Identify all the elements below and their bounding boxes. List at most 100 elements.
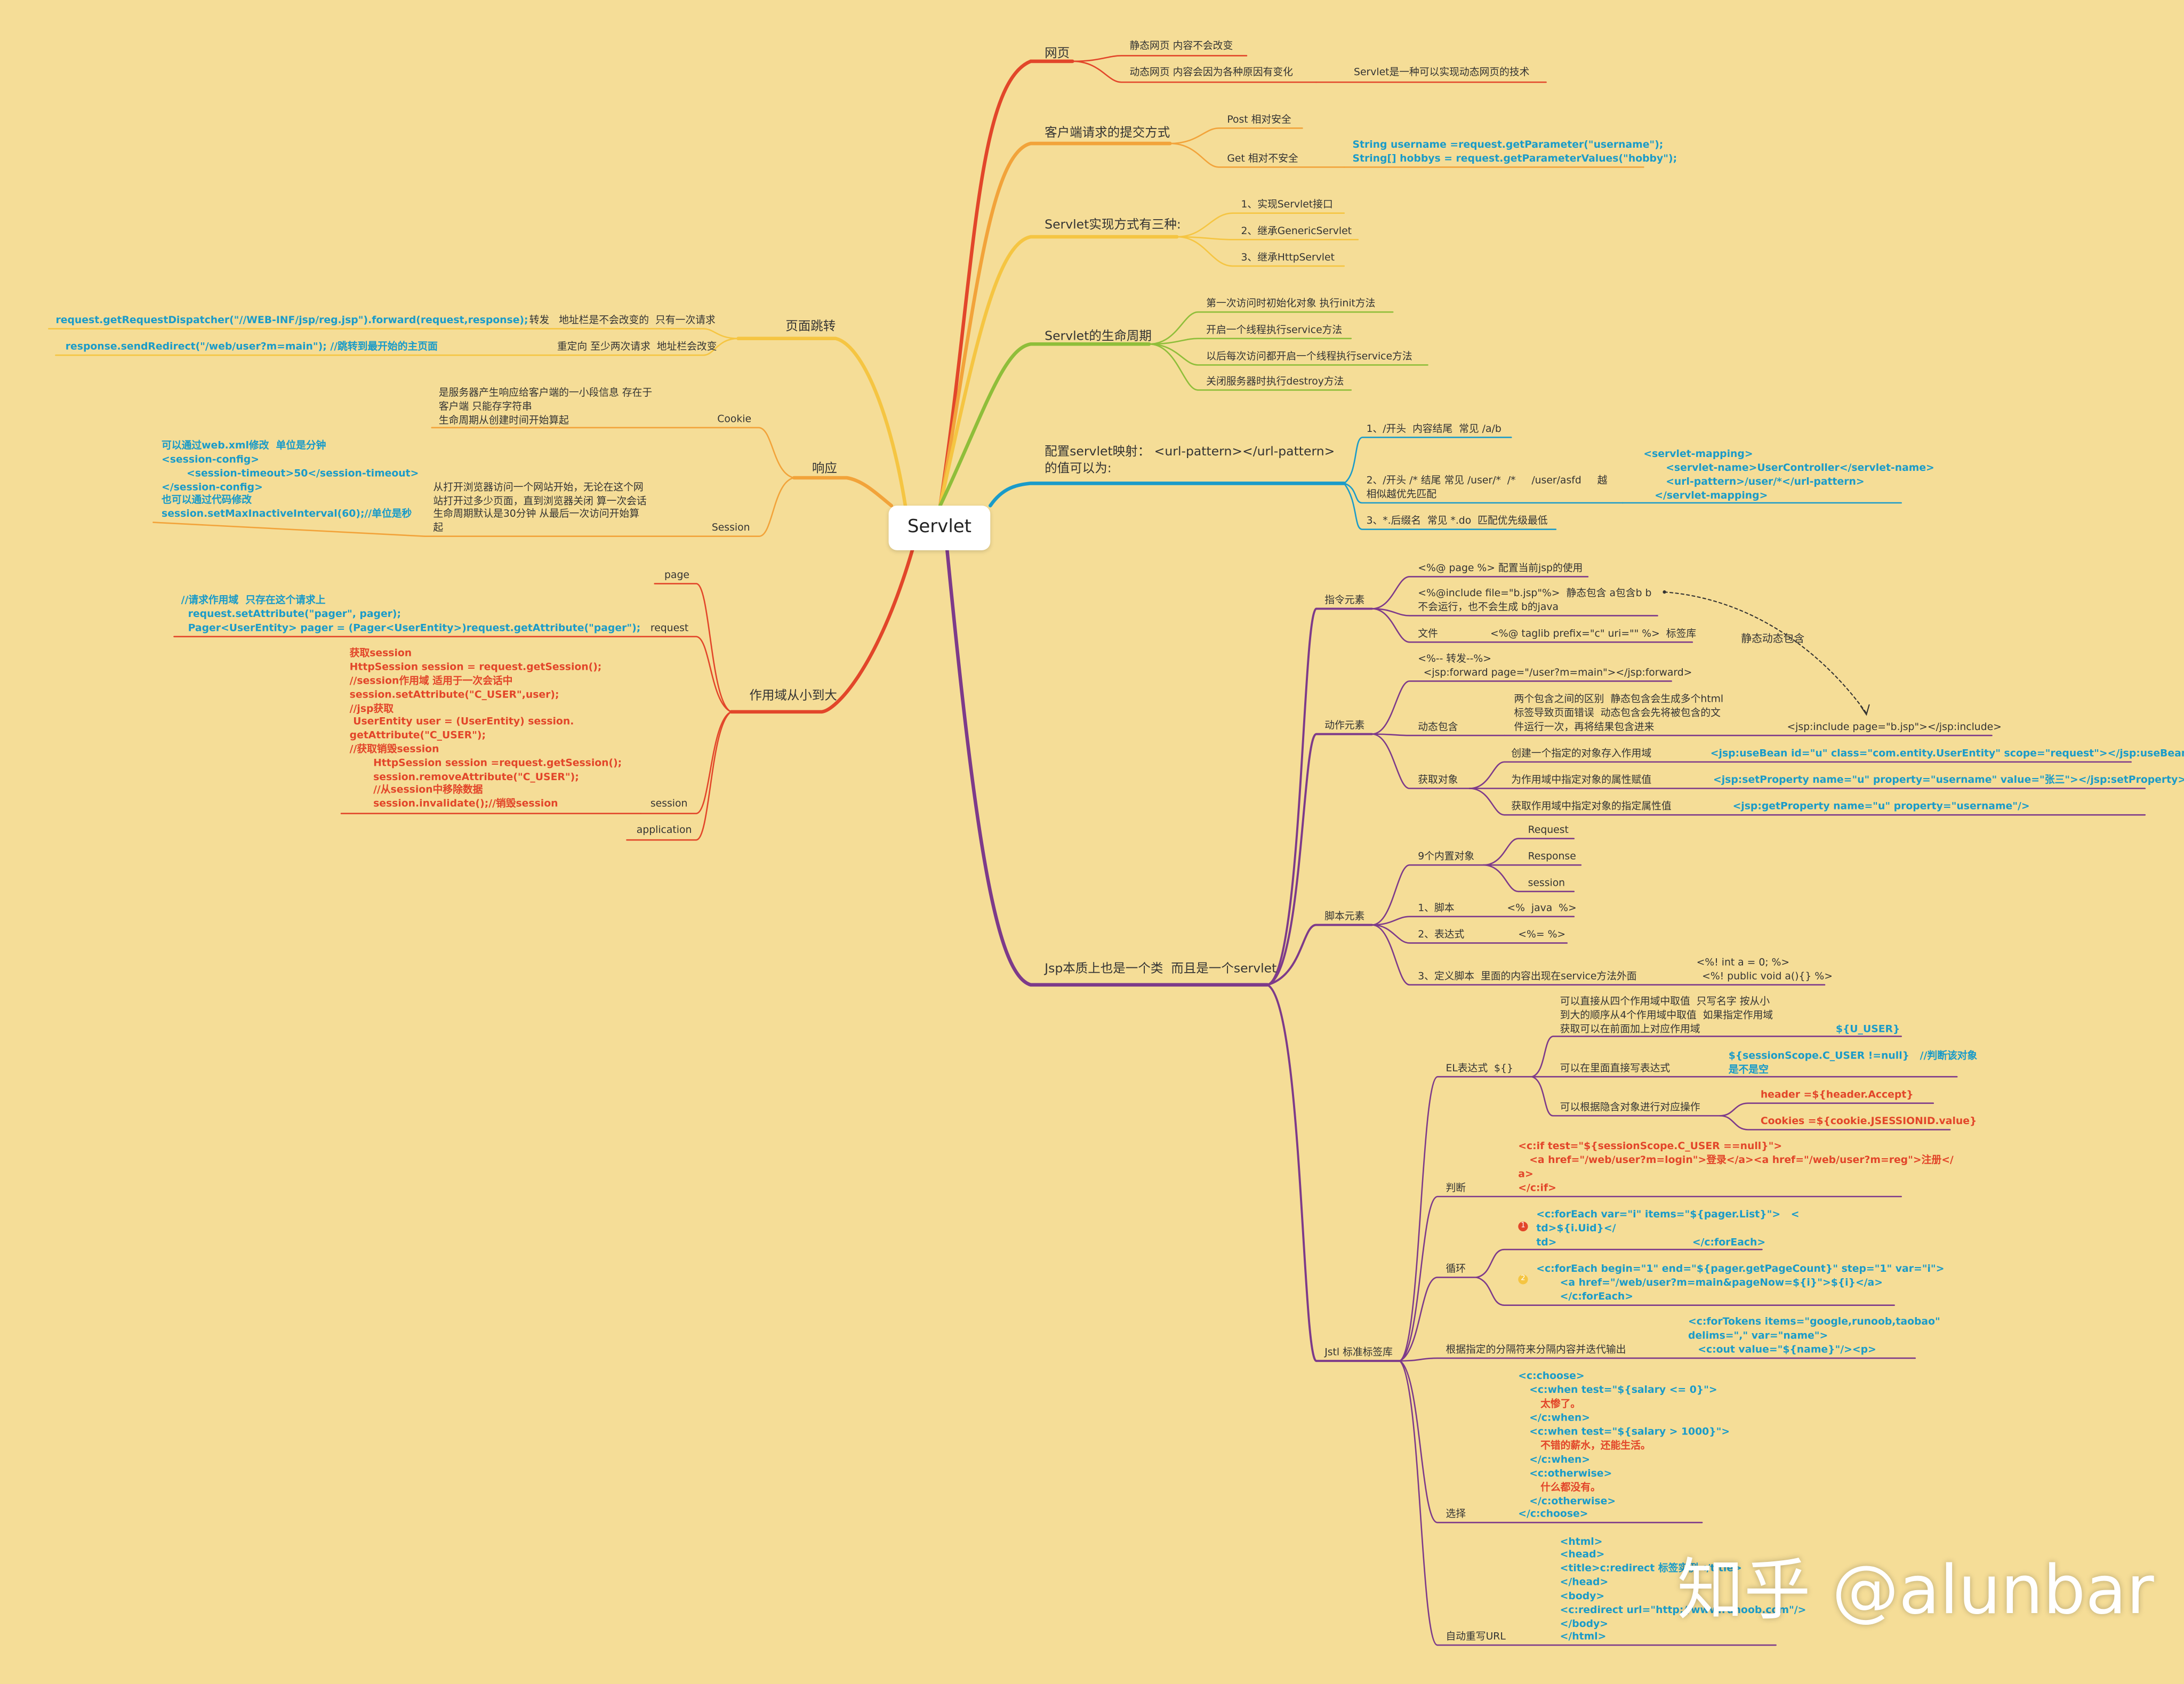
watermark: 知乎 @alunbar (1677, 1551, 2154, 1630)
badge-1: 1 (1518, 1221, 1528, 1232)
node-dynamic-page[interactable]: 动态网页 内容会因为各种原因有变化 (1129, 65, 1293, 78)
node-impl[interactable]: Servlet实现方式有三种: (1045, 219, 1181, 233)
node-life-3[interactable]: 以后每次访问都开启一个线程执行service方法 (1206, 349, 1412, 363)
node-map-1[interactable]: 1、/开头 内容结尾 常见 /a/b (1366, 422, 1502, 435)
code-include: <jsp:include page="b.jsp"></jsp:include> (1787, 720, 2002, 733)
node-script-2[interactable]: 2、表达式 (1418, 927, 1465, 941)
code-el-2a: ${sessionScope.C_USER !=null} //判断该对象 (1728, 1048, 1978, 1062)
node-loop[interactable]: 循环 (1446, 1262, 1466, 1275)
node-choose[interactable]: 选择 (1446, 1507, 1466, 1520)
node-script[interactable]: 脚本元素 (1324, 909, 1365, 923)
node-get-1[interactable]: 创建一个指定的对象存入作用域 (1511, 747, 1652, 759)
code-redirect-8: </html> (1560, 1630, 1607, 1642)
code-script-3b: <%! public void a(){} %> (1702, 969, 1833, 982)
cookie-desc-3: 生命周期从创建时间开始算起 (438, 413, 569, 427)
code-el-3a: header =${header.Accept} (1760, 1088, 1914, 1101)
el-desc-2[interactable]: 可以在里面直接写表达式 (1560, 1061, 1671, 1074)
node-scope-page[interactable]: page (664, 568, 689, 581)
node-builtin[interactable]: 9个内置对象 (1418, 849, 1475, 862)
node-include[interactable]: 动态包含 (1418, 720, 1458, 733)
code-script-3a: <%! int a = 0; %> (1696, 955, 1790, 968)
session-desc-4: 起 (433, 520, 444, 534)
code-request-2: request.setAttribute("pager", pager); (188, 607, 402, 620)
node-get-2[interactable]: 为作用域中指定对象的属性赋值 (1511, 773, 1652, 786)
node-response[interactable]: 响应 (812, 462, 837, 477)
cookie-desc-2: 客户端 只能存字符串 (438, 399, 532, 413)
code-ssn-4: session.setAttribute("C_USER",user); (349, 688, 559, 701)
node-script-3[interactable]: 3、定义脚本 里面的内容出现在service方法外面 (1418, 969, 1637, 982)
code-ssn-8: //获取销毁session (349, 742, 439, 755)
node-dynamic-note[interactable]: Servlet是一种可以实现动态网页的技术 (1354, 65, 1530, 78)
node-life-2[interactable]: 开启一个线程执行service方法 (1206, 323, 1343, 336)
code-ssn-3: //session作用域 适用于一次会话中 (349, 674, 513, 687)
node-directive[interactable]: 指令元素 (1324, 593, 1365, 606)
node-life-4[interactable]: 关闭服务器时执行destroy方法 (1206, 374, 1344, 388)
code-ssn-9: HttpSession session =request.getSession(… (373, 756, 622, 769)
node-impl-2[interactable]: 2、继承GenericServlet (1241, 224, 1352, 237)
node-directive-3[interactable]: 文件 (1418, 627, 1438, 639)
node-scope[interactable]: 作用域从小到大 (749, 689, 837, 704)
node-get[interactable]: Get 相对不安全 (1227, 151, 1298, 165)
cookie-desc-1: 是服务器产生响应给客户端的一小段信息 存在于 (438, 386, 653, 399)
node-map-2[interactable]: 2、/开头 /* 结尾 常见 /user/* /* /user/asfd 越 (1366, 474, 1608, 486)
code-loop-2b: <a href="/web/user?m=main&pageNow=${i}">… (1560, 1276, 1883, 1289)
root-node[interactable]: Servlet (888, 506, 991, 550)
node-el[interactable]: EL表达式 ${} (1446, 1061, 1513, 1074)
node-builtin-3[interactable]: session (1528, 876, 1565, 889)
code-redirect-6: <c:redirect url="http://www.runoob.com"/… (1560, 1603, 1806, 1616)
node-get-3[interactable]: 获取作用域中指定对象的指定属性值 (1511, 799, 1672, 812)
node-forward[interactable]: 转发 地址栏是不会改变的 只有一次请求 (529, 313, 716, 326)
node-jsp[interactable]: Jsp本质上也是一个类 而且是一个servlet (1045, 963, 1277, 977)
node-builtin-2[interactable]: Response (1528, 849, 1576, 862)
node-impl-3[interactable]: 3、继承HttpServlet (1241, 251, 1335, 263)
code-redirect-3: <title>c:redirect 标签实例</title> (1560, 1561, 1742, 1574)
node-mapping[interactable]: 配置servlet映射： <url-pattern></url-pattern> (1045, 445, 1335, 460)
node-scope-session[interactable]: session (650, 797, 688, 809)
code-loop-1c: td> (1536, 1236, 1557, 1248)
node-jstl[interactable]: Jstl 标准标签库 (1324, 1345, 1393, 1358)
node-tokens[interactable]: 根据指定的分隔符来分隔内容并迭代输出 (1446, 1343, 1626, 1356)
el-desc-3[interactable]: 可以根据隐含对象进行对应操作 (1560, 1100, 1700, 1113)
node-cookie[interactable]: Cookie (717, 412, 752, 425)
code-ssn-11: //从session中移除数据 (373, 783, 483, 796)
code-choose-9: 什么都没有。 (1540, 1480, 1601, 1494)
node-directive-2[interactable]: <%@include file="b.jsp"%> 静态包含 a包含b b (1418, 586, 1652, 599)
node-redirect-url[interactable]: 自动重写URL (1446, 1630, 1506, 1642)
node-script-1[interactable]: 1、脚本 (1418, 901, 1455, 914)
badge-2: 2 (1518, 1274, 1528, 1285)
node-redirect[interactable]: 重定向 至少两次请求 地址栏会改变 (557, 340, 717, 352)
code-session-2: <session-config> (162, 452, 259, 466)
el-desc-1[interactable]: 可以直接从四个作用域中取值 只写名字 按从小 (1560, 995, 1770, 1007)
node-scope-application[interactable]: application (636, 823, 692, 836)
node-builtin-1[interactable]: Request (1528, 823, 1569, 836)
code-redirect-5: <body> (1560, 1589, 1605, 1602)
node-post[interactable]: Post 相对安全 (1227, 113, 1291, 126)
node-session-resp[interactable]: Session (711, 520, 750, 534)
session-desc-2: 站打开过多少页面，直到浏览器关闭 算一次会话 (433, 494, 647, 507)
code-redirect-call: response.sendRedirect("/web/user?m=main"… (65, 340, 331, 352)
code-judge-4: </c:if> (1518, 1181, 1556, 1194)
code-ssn-10: session.removeAttribute("C_USER"); (373, 770, 579, 783)
code-loop-1a: <c:forEach var="i" items="${pager.List}"… (1536, 1207, 1800, 1221)
node-life[interactable]: Servlet的生命周期 (1045, 330, 1152, 344)
node-mapping-2: 的值可以为: (1045, 462, 1112, 477)
code-loop-2c: </c:forEach> (1560, 1289, 1633, 1303)
node-action[interactable]: 动作元素 (1324, 718, 1365, 732)
code-session-4: </session-config> (162, 480, 263, 493)
node-static-page[interactable]: 静态网页 内容不会改变 (1129, 39, 1233, 52)
code-session-5: 也可以通过代码修改 (162, 493, 252, 506)
code-get-2: String[] hobbys = request.getParameterVa… (1352, 151, 1677, 165)
session-desc-1: 从打开浏览器访问一个网站开始，无论在这个网 (433, 480, 644, 493)
code-map-3: <url-pattern>/user/*</url-pattern> (1666, 475, 1865, 488)
node-scope-request[interactable]: request (650, 621, 689, 634)
node-submit[interactable]: 客户端请求的提交方式 (1045, 126, 1170, 141)
node-life-1[interactable]: 第一次访问时初始化对象 执行init方法 (1206, 296, 1376, 309)
node-impl-1[interactable]: 1、实现Servlet接口 (1241, 197, 1333, 211)
node-get-object[interactable]: 获取对象 (1418, 773, 1458, 786)
node-judge[interactable]: 判断 (1446, 1181, 1466, 1194)
node-directive-1[interactable]: <%@ page %> 配置当前jsp的使用 (1418, 561, 1583, 574)
code-forward: request.getRequestDispatcher("//WEB-INF/… (55, 313, 528, 326)
node-wangye[interactable]: 网页 (1045, 47, 1070, 61)
node-page-jump[interactable]: 页面跳转 (785, 320, 836, 334)
node-map-3[interactable]: 3、*.后缀名 常见 *.do 匹配优先级最低 (1366, 514, 1548, 527)
